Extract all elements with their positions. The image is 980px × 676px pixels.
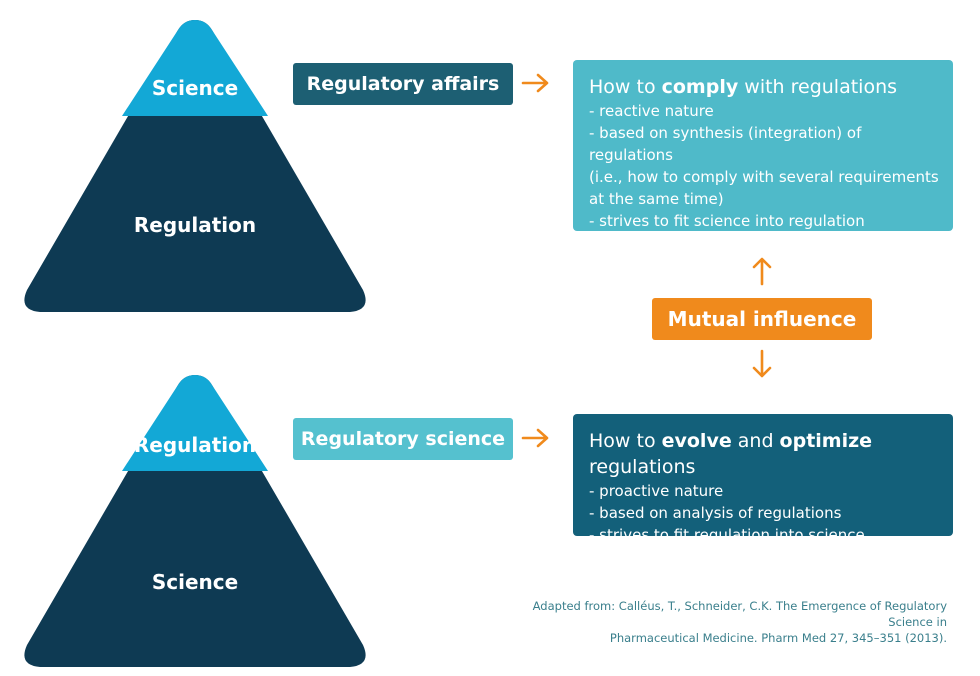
arrow-up-icon: [752, 257, 772, 286]
pyramid-bottom-tip: [122, 375, 268, 471]
arrow-right-icon: [521, 73, 549, 93]
regulatory-science-label: Regulatory science: [293, 418, 513, 460]
pyramid-top-shape: [24, 20, 366, 312]
pyramid-top-base: [24, 20, 366, 312]
comply-line: - strives to fit science into regulation: [589, 212, 865, 230]
citation: Adapted from: Calléus, T., Schneider, C.…: [487, 598, 947, 646]
pyramid-bottom-base-label: Science: [151, 570, 239, 594]
pyramid-bottom-shape: [24, 375, 366, 667]
comply-line: - based on synthesis (integration) of re…: [589, 124, 862, 164]
regulatory-affairs-label: Regulatory affairs: [293, 63, 513, 105]
pyramid-bottom: Regulation Science: [20, 367, 370, 672]
pyramid-top-tip: [122, 20, 268, 116]
pyramid-bottom-base: [24, 375, 366, 667]
pyramid-bottom-tip-label: Regulation: [133, 433, 257, 457]
arrow-down-icon: [752, 349, 772, 378]
comply-heading-bold: comply: [661, 76, 739, 98]
comply-box: How to comply with regulations - reactiv…: [573, 60, 953, 231]
comply-line: (i.e., how to comply with several requir…: [589, 168, 939, 208]
evolve-heading-pre: How to: [589, 430, 662, 452]
comply-heading-pre: How to: [589, 76, 662, 98]
evolve-line: - proactive nature: [589, 482, 724, 500]
comply-heading-post: with regulations: [738, 76, 898, 98]
comply-heading: How to comply with regulations: [589, 74, 941, 100]
pyramid-top-base-label: Regulation: [133, 213, 257, 237]
arrow-right-icon: [521, 428, 549, 448]
pyramid-top: Science Regulation: [20, 12, 370, 317]
evolve-heading-bold-evolve: evolve: [661, 430, 732, 452]
evolve-line: - based on analysis of regulations: [589, 504, 842, 522]
evolve-heading-mid: and: [731, 430, 780, 452]
evolve-line: - strives to fit regulation into science: [589, 526, 865, 544]
evolve-box: How to evolve and optimize regulations -…: [573, 414, 953, 544]
citation-line-1: Adapted from: Calléus, T., Schneider, C.…: [532, 599, 947, 629]
comply-line: - reactive nature: [589, 102, 714, 120]
citation-line-2: Pharmaceutical Medicine. Pharm Med 27, 3…: [609, 631, 947, 645]
mutual-influence-label: Mutual influence: [652, 298, 872, 340]
evolve-heading-bold-optimize: optimize: [779, 430, 873, 452]
evolve-heading: How to evolve and optimize regulations: [589, 428, 941, 480]
evolve-heading-post: regulations: [589, 456, 696, 478]
pyramid-top-tip-label: Science: [151, 76, 239, 100]
